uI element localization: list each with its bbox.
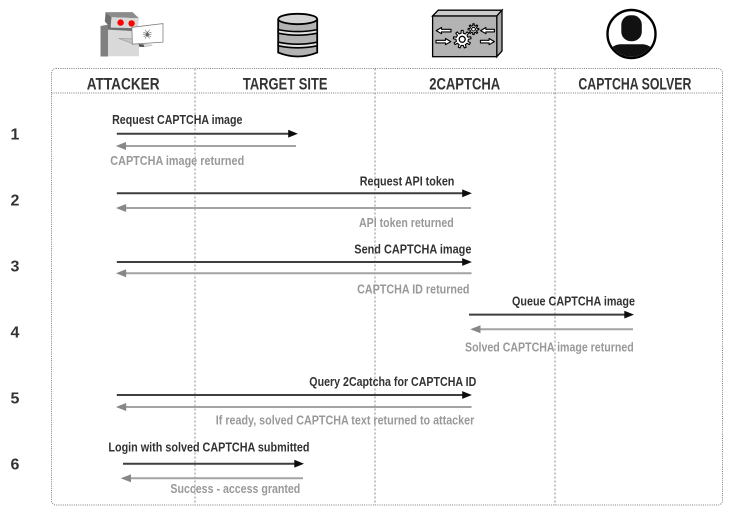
svg-text:API token returned: API token returned — [359, 215, 454, 230]
svg-text:2: 2 — [11, 193, 20, 210]
svg-text:1: 1 — [11, 127, 20, 144]
svg-text:CAPTCHA ID returned: CAPTCHA ID returned — [357, 281, 469, 296]
svg-text:If ready, solved CAPTCHA text: If ready, solved CAPTCHA text returned t… — [216, 413, 475, 428]
svg-text:Queue CAPTCHA image: Queue CAPTCHA image — [512, 294, 635, 309]
svg-text:Request API token: Request API token — [360, 174, 455, 189]
svg-text:Send CAPTCHA image: Send CAPTCHA image — [354, 242, 471, 257]
svg-text:TARGET SITE: TARGET SITE — [243, 75, 328, 94]
svg-text:Query 2Captcha for CAPTCHA ID: Query 2Captcha for CAPTCHA ID — [309, 374, 476, 389]
svg-text:2CAPTCHA: 2CAPTCHA — [429, 75, 500, 94]
svg-text:Login with solved CAPTCHA subm: Login with solved CAPTCHA submitted — [108, 439, 309, 454]
svg-text:5: 5 — [11, 391, 20, 408]
svg-text:Success - access granted: Success - access granted — [170, 481, 300, 496]
svg-text:CAPTCHA SOLVER: CAPTCHA SOLVER — [578, 75, 691, 94]
svg-text:6: 6 — [11, 456, 20, 473]
svg-text:Request CAPTCHA image: Request CAPTCHA image — [112, 112, 242, 127]
svg-text:Solved CAPTCHA image returned: Solved CAPTCHA image returned — [465, 340, 634, 355]
svg-text:CAPTCHA image returned: CAPTCHA image returned — [110, 153, 244, 168]
svg-text:4: 4 — [11, 325, 20, 342]
svg-text:ATTACKER: ATTACKER — [87, 75, 160, 94]
svg-text:3: 3 — [11, 258, 20, 275]
